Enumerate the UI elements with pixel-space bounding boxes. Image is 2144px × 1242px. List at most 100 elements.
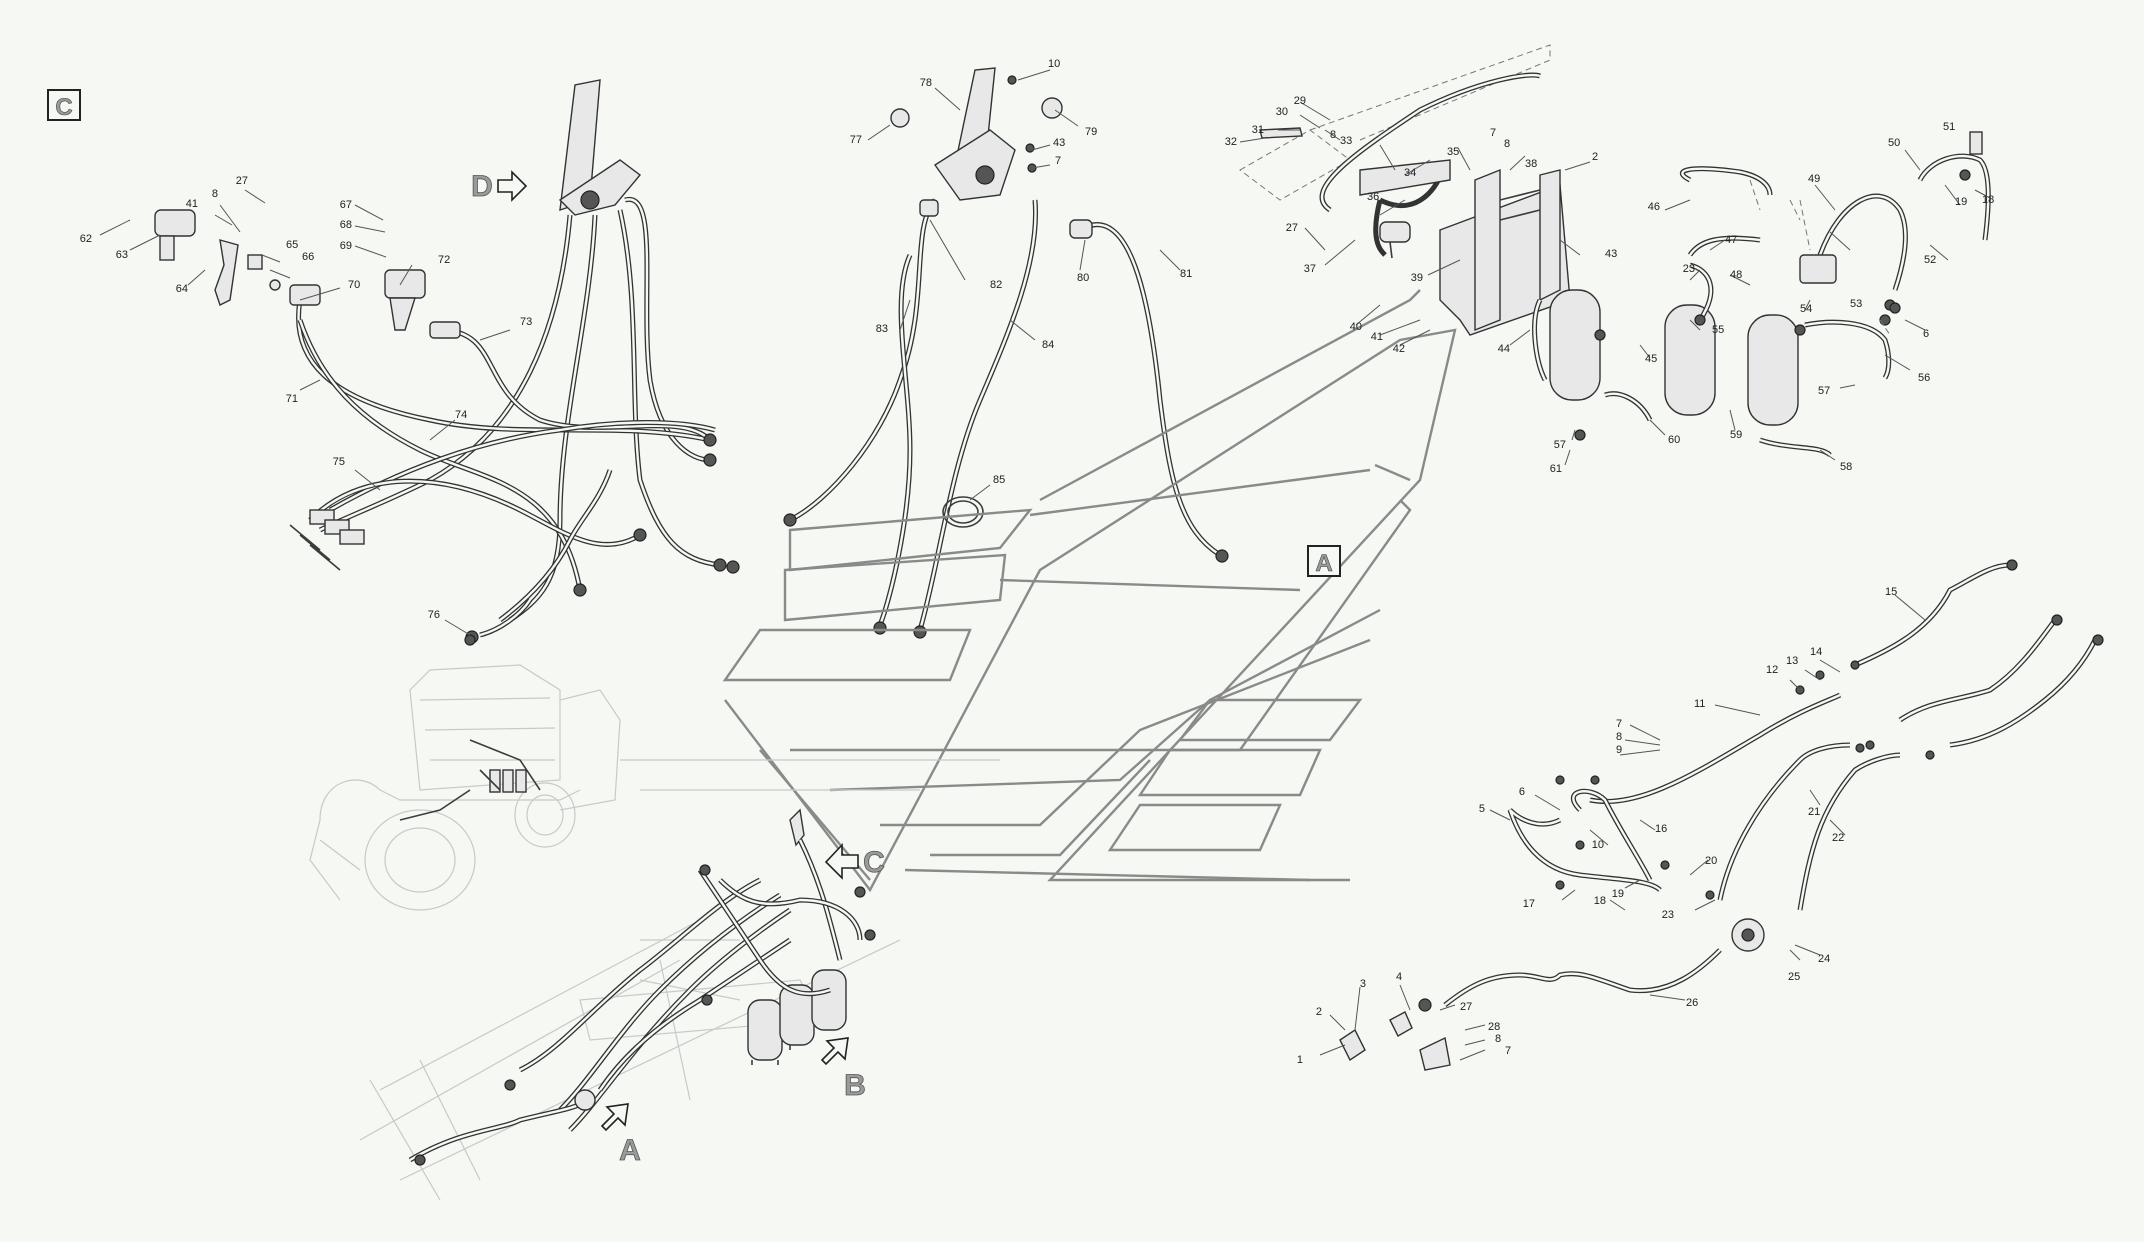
callout-45: 45 bbox=[1645, 353, 1657, 365]
callout-59: 59 bbox=[1730, 429, 1742, 441]
callout-25: 25 bbox=[1788, 971, 1800, 983]
callout-7-b: 7 bbox=[1490, 127, 1496, 139]
callout-78: 78 bbox=[920, 77, 932, 89]
section-c-label: C bbox=[55, 94, 72, 121]
callout-56: 56 bbox=[1918, 372, 1930, 384]
callout-30: 30 bbox=[1276, 106, 1288, 118]
callout-13: 13 bbox=[1786, 655, 1798, 667]
callout-27-a: 27 bbox=[236, 175, 248, 187]
callout-8-a: 8 bbox=[212, 188, 218, 200]
tractor-illustration bbox=[309, 664, 621, 911]
callout-8-e: 8 bbox=[1495, 1033, 1501, 1045]
callout-43-a: 43 bbox=[1053, 137, 1065, 149]
callout-55: 55 bbox=[1712, 324, 1724, 336]
middle-hoses bbox=[783, 198, 1229, 639]
callout-77: 77 bbox=[850, 134, 862, 146]
callout-50: 50 bbox=[1888, 137, 1900, 149]
callout-11: 11 bbox=[1694, 698, 1705, 710]
valve-group-left bbox=[154, 209, 476, 646]
callout-6-b: 6 bbox=[1519, 786, 1525, 798]
callout-23-a: 23 bbox=[1683, 263, 1695, 275]
callout-27-b: 27 bbox=[1286, 222, 1298, 234]
callout-2-b: 2 bbox=[1316, 1006, 1322, 1018]
lower-right-hoses bbox=[1339, 559, 2104, 1071]
callout-47: 47 bbox=[1725, 234, 1737, 246]
callout-14: 14 bbox=[1810, 646, 1822, 658]
callout-20: 20 bbox=[1705, 855, 1717, 867]
callout-46: 46 bbox=[1648, 201, 1660, 213]
callout-48: 48 bbox=[1730, 269, 1742, 281]
callout-79: 79 bbox=[1085, 126, 1097, 138]
callout-62: 62 bbox=[80, 233, 92, 245]
callout-38: 38 bbox=[1525, 158, 1537, 170]
callout-19-b: 19 bbox=[1612, 888, 1624, 900]
callout-34: 34 bbox=[1404, 167, 1416, 179]
callout-80: 80 bbox=[1077, 272, 1089, 284]
callout-72: 72 bbox=[438, 254, 450, 266]
callout-16: 16 bbox=[1655, 823, 1667, 835]
callout-41-b: 41 bbox=[1371, 331, 1383, 343]
section-a-marker: A bbox=[1307, 545, 1341, 577]
callout-81: 81 bbox=[1180, 268, 1192, 280]
callout-leaders bbox=[99, 69, 1991, 1061]
callout-8-c: 8 bbox=[1504, 138, 1510, 150]
callout-37: 37 bbox=[1304, 263, 1316, 275]
callout-85: 85 bbox=[993, 474, 1005, 486]
brake-pedal-main bbox=[890, 67, 1063, 201]
callout-43-b: 43 bbox=[1605, 248, 1617, 260]
arrow-d-label: D bbox=[471, 170, 493, 203]
callout-19-a: 19 bbox=[1955, 196, 1967, 208]
callout-51: 51 bbox=[1943, 121, 1955, 133]
callout-10-a: 10 bbox=[1048, 58, 1060, 70]
assembly-overview bbox=[359, 759, 1000, 1201]
callout-76: 76 bbox=[428, 609, 440, 621]
callout-15: 15 bbox=[1885, 586, 1897, 598]
callout-49: 49 bbox=[1808, 173, 1820, 185]
callout-58: 58 bbox=[1840, 461, 1852, 473]
callout-21: 21 bbox=[1808, 806, 1820, 818]
callout-4: 4 bbox=[1396, 971, 1402, 983]
section-a-label: A bbox=[1315, 550, 1332, 577]
callout-57-b: 57 bbox=[1554, 439, 1566, 451]
callout-40: 40 bbox=[1350, 321, 1362, 333]
callout-labels: 62 63 64 41 8 27 65 66 67 68 69 72 70 71… bbox=[80, 58, 1995, 1066]
callout-10-b: 10 bbox=[1592, 839, 1604, 851]
callout-9: 9 bbox=[1616, 744, 1622, 756]
callout-70: 70 bbox=[348, 279, 360, 291]
callout-7-a: 7 bbox=[1055, 155, 1061, 167]
callout-32: 32 bbox=[1225, 136, 1237, 148]
callout-29: 29 bbox=[1294, 95, 1306, 107]
callout-12: 12 bbox=[1766, 664, 1778, 676]
callout-61: 61 bbox=[1550, 463, 1562, 475]
callout-60: 60 bbox=[1668, 434, 1680, 446]
callout-26: 26 bbox=[1686, 997, 1698, 1009]
callout-64: 64 bbox=[176, 283, 188, 295]
callout-57-a: 57 bbox=[1818, 385, 1830, 397]
callout-68: 68 bbox=[340, 219, 352, 231]
callout-23-b: 23 bbox=[1662, 909, 1674, 921]
callout-27-c: 27 bbox=[1460, 1001, 1472, 1013]
callout-7-c: 7 bbox=[1616, 718, 1622, 730]
callout-84: 84 bbox=[1042, 339, 1054, 351]
brake-pedal-d bbox=[558, 79, 642, 216]
left-hose-bundle bbox=[296, 197, 740, 644]
callout-28: 28 bbox=[1488, 1021, 1500, 1033]
callout-71: 71 bbox=[286, 393, 298, 405]
arrow-d: D bbox=[471, 170, 528, 203]
callout-8-b: 8 bbox=[1330, 129, 1336, 141]
callout-73: 73 bbox=[520, 316, 532, 328]
callout-24: 24 bbox=[1818, 953, 1830, 965]
arrow-c: C bbox=[824, 842, 885, 880]
receiver-assembly bbox=[1239, 44, 1991, 458]
callout-31: 31 bbox=[1252, 124, 1264, 136]
callout-75: 75 bbox=[333, 456, 345, 468]
callout-52: 52 bbox=[1924, 254, 1936, 266]
arrow-a-label: A bbox=[619, 1134, 641, 1167]
callout-82: 82 bbox=[990, 279, 1002, 291]
callout-2-a: 2 bbox=[1592, 151, 1598, 163]
callout-39: 39 bbox=[1411, 272, 1423, 284]
callout-83: 83 bbox=[876, 323, 888, 335]
callout-69: 69 bbox=[340, 240, 352, 252]
callout-53: 53 bbox=[1850, 298, 1862, 310]
